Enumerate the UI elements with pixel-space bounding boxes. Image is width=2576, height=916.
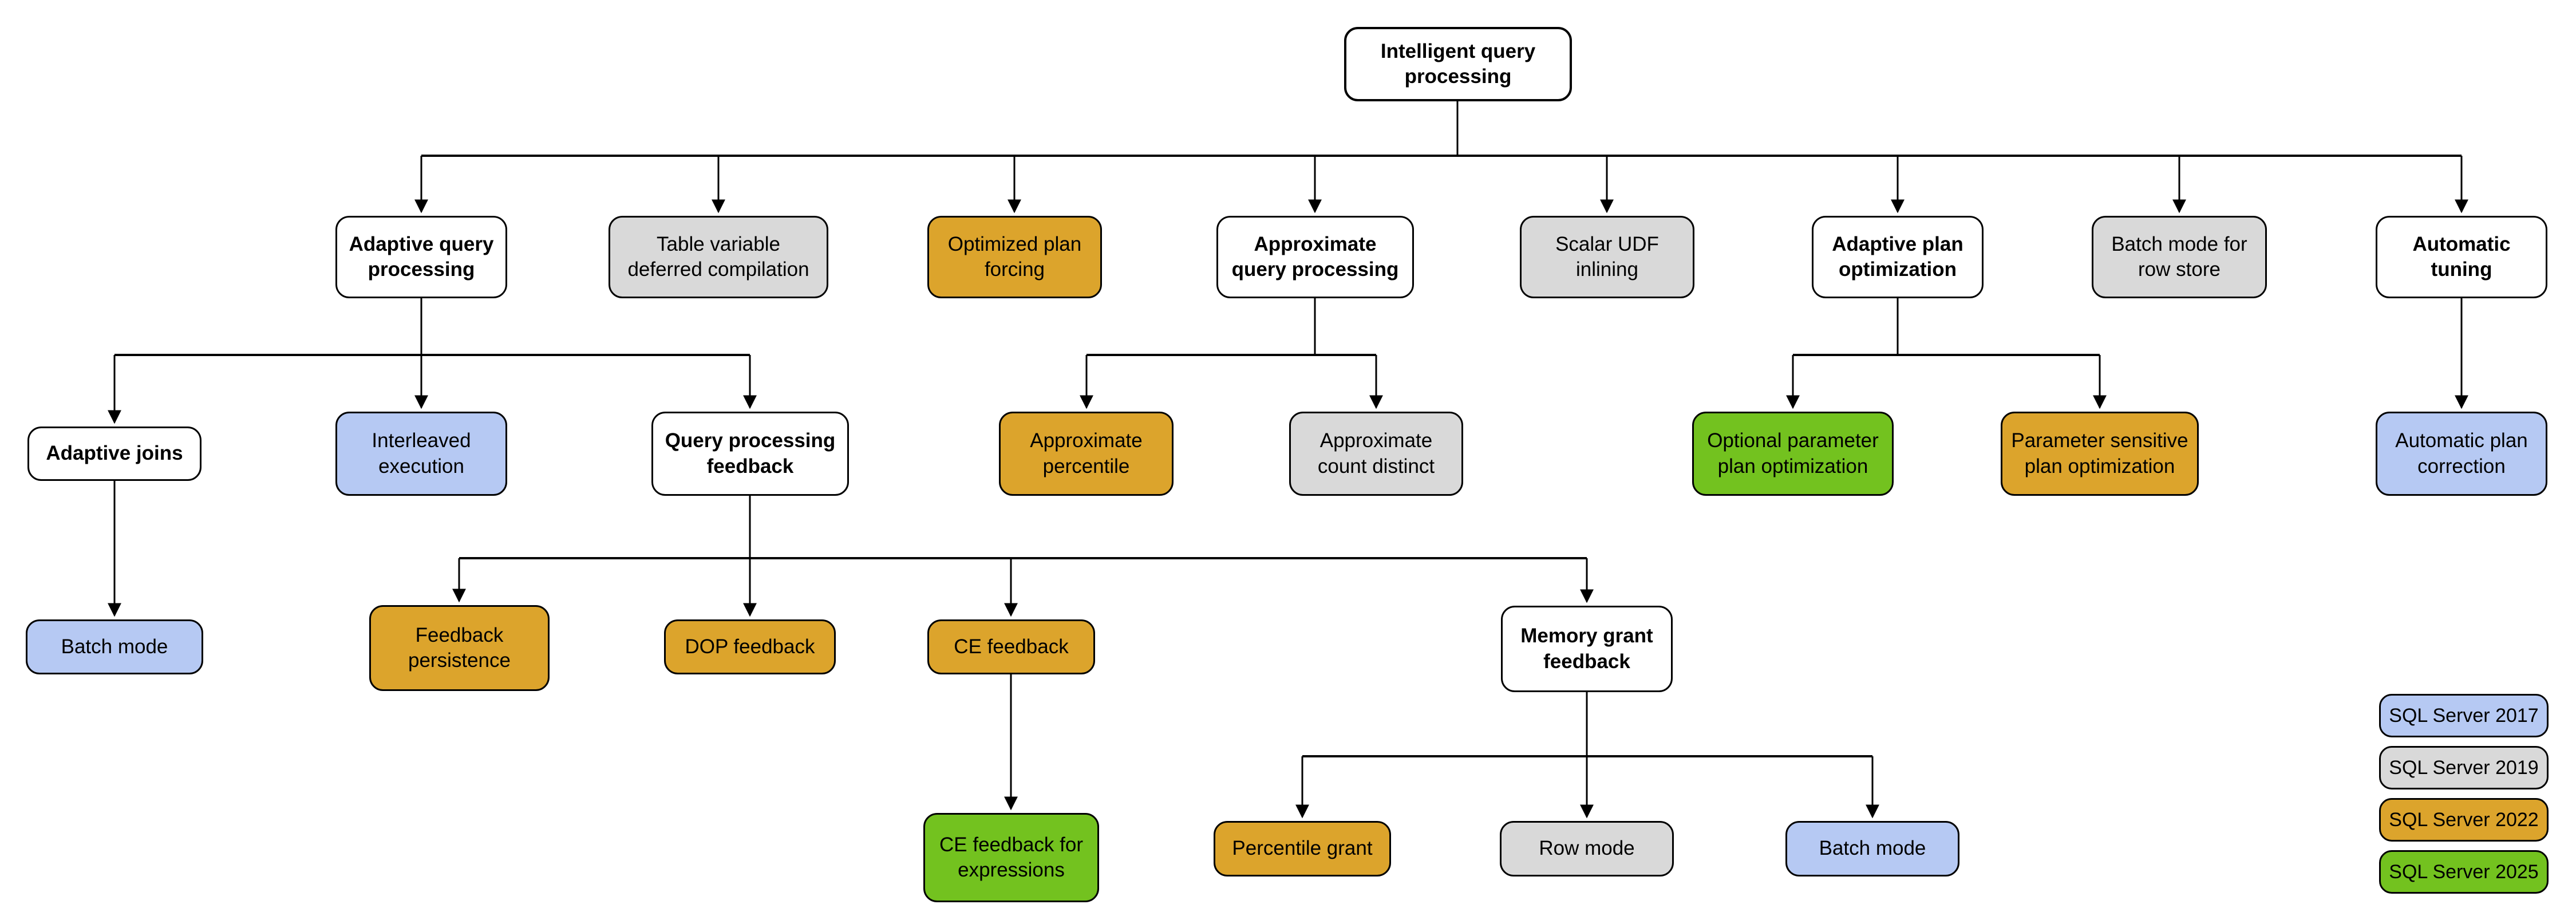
node-label: Optional parameter plan optimization [1707, 429, 1879, 477]
node-query-processing-feedback: Query processing feedback [651, 412, 849, 496]
node-label: Intelligent query processing [1380, 40, 1536, 88]
node-table-variable-deferred-compilation: Table variable deferred compilation [609, 216, 828, 298]
node-label: CE feedback [954, 635, 1069, 658]
node-label: Adaptive query processing [349, 232, 494, 281]
node-scalar-udf-inlining: Scalar UDF inlining [1520, 216, 1694, 298]
node-percentile-grant: Percentile grant [1214, 821, 1391, 876]
node-label: Table variable deferred compilation [627, 232, 809, 281]
node-label: Automatic plan correction [2395, 429, 2528, 477]
node-interleaved-execution: Interleaved execution [335, 412, 507, 496]
node-batch-mode-adaptive-joins: Batch mode [26, 619, 203, 674]
node-label: Automatic tuning [2412, 232, 2511, 281]
node-label: Row mode [1539, 837, 1635, 860]
node-label: Interleaved execution [372, 429, 471, 477]
node-adaptive-plan-optimization: Adaptive plan optimization [1812, 216, 1984, 298]
node-intelligent-query-processing: Intelligent query processing [1344, 27, 1572, 101]
node-label: Adaptive plan optimization [1832, 232, 1963, 281]
node-row-mode: Row mode [1500, 821, 1674, 876]
node-label: DOP feedback [685, 635, 815, 658]
legend-sql-server-2019: SQL Server 2019 [2379, 746, 2549, 789]
node-label: Percentile grant [1232, 837, 1373, 860]
node-label: Approximate query processing [1231, 232, 1399, 281]
node-label: Memory grant feedback [1520, 625, 1653, 673]
node-label: Parameter sensitive plan optimization [2011, 429, 2188, 477]
node-approximate-count-distinct: Approximate count distinct [1289, 412, 1463, 496]
node-label: Batch mode [1819, 837, 1926, 860]
node-label: CE feedback for expressions [939, 833, 1083, 881]
node-optional-parameter-plan-optimization: Optional parameter plan optimization [1692, 412, 1894, 496]
node-batch-mode-memory-grant: Batch mode [1785, 821, 1959, 876]
node-parameter-sensitive-plan-optimization: Parameter sensitive plan optimization [2001, 412, 2199, 496]
legend-label: SQL Server 2017 [2389, 704, 2539, 727]
legend-sql-server-2022: SQL Server 2022 [2379, 798, 2549, 842]
node-label: Adaptive joins [46, 442, 183, 465]
node-label: Optimized plan forcing [947, 232, 1082, 281]
node-memory-grant-feedback: Memory grant feedback [1501, 606, 1673, 692]
node-label: Batch mode [61, 635, 168, 658]
legend-label: SQL Server 2022 [2389, 808, 2539, 831]
legend-sql-server-2017: SQL Server 2017 [2379, 694, 2549, 737]
node-approximate-percentile: Approximate percentile [999, 412, 1174, 496]
node-label: Approximate count distinct [1317, 429, 1435, 477]
node-approximate-query-processing: Approximate query processing [1216, 216, 1414, 298]
node-label: Batch mode for row store [2111, 232, 2247, 281]
node-ce-feedback-for-expressions: CE feedback for expressions [923, 813, 1099, 902]
legend-label: SQL Server 2019 [2389, 756, 2539, 779]
node-adaptive-joins: Adaptive joins [27, 427, 202, 481]
legend-sql-server-2025: SQL Server 2025 [2379, 850, 2549, 894]
node-batch-mode-for-row-store: Batch mode for row store [2092, 216, 2267, 298]
node-automatic-plan-correction: Automatic plan correction [2376, 412, 2547, 496]
node-label: Query processing feedback [665, 429, 836, 477]
node-label: Scalar UDF inlining [1555, 232, 1659, 281]
node-automatic-tuning: Automatic tuning [2376, 216, 2547, 298]
node-adaptive-query-processing: Adaptive query processing [335, 216, 507, 298]
node-dop-feedback: DOP feedback [664, 619, 836, 674]
node-optimized-plan-forcing: Optimized plan forcing [927, 216, 1102, 298]
node-label: Approximate percentile [1030, 429, 1143, 477]
legend-label: SQL Server 2025 [2389, 860, 2539, 883]
node-label: Feedback persistence [408, 623, 511, 672]
node-ce-feedback: CE feedback [927, 619, 1095, 674]
node-feedback-persistence: Feedback persistence [369, 605, 550, 691]
